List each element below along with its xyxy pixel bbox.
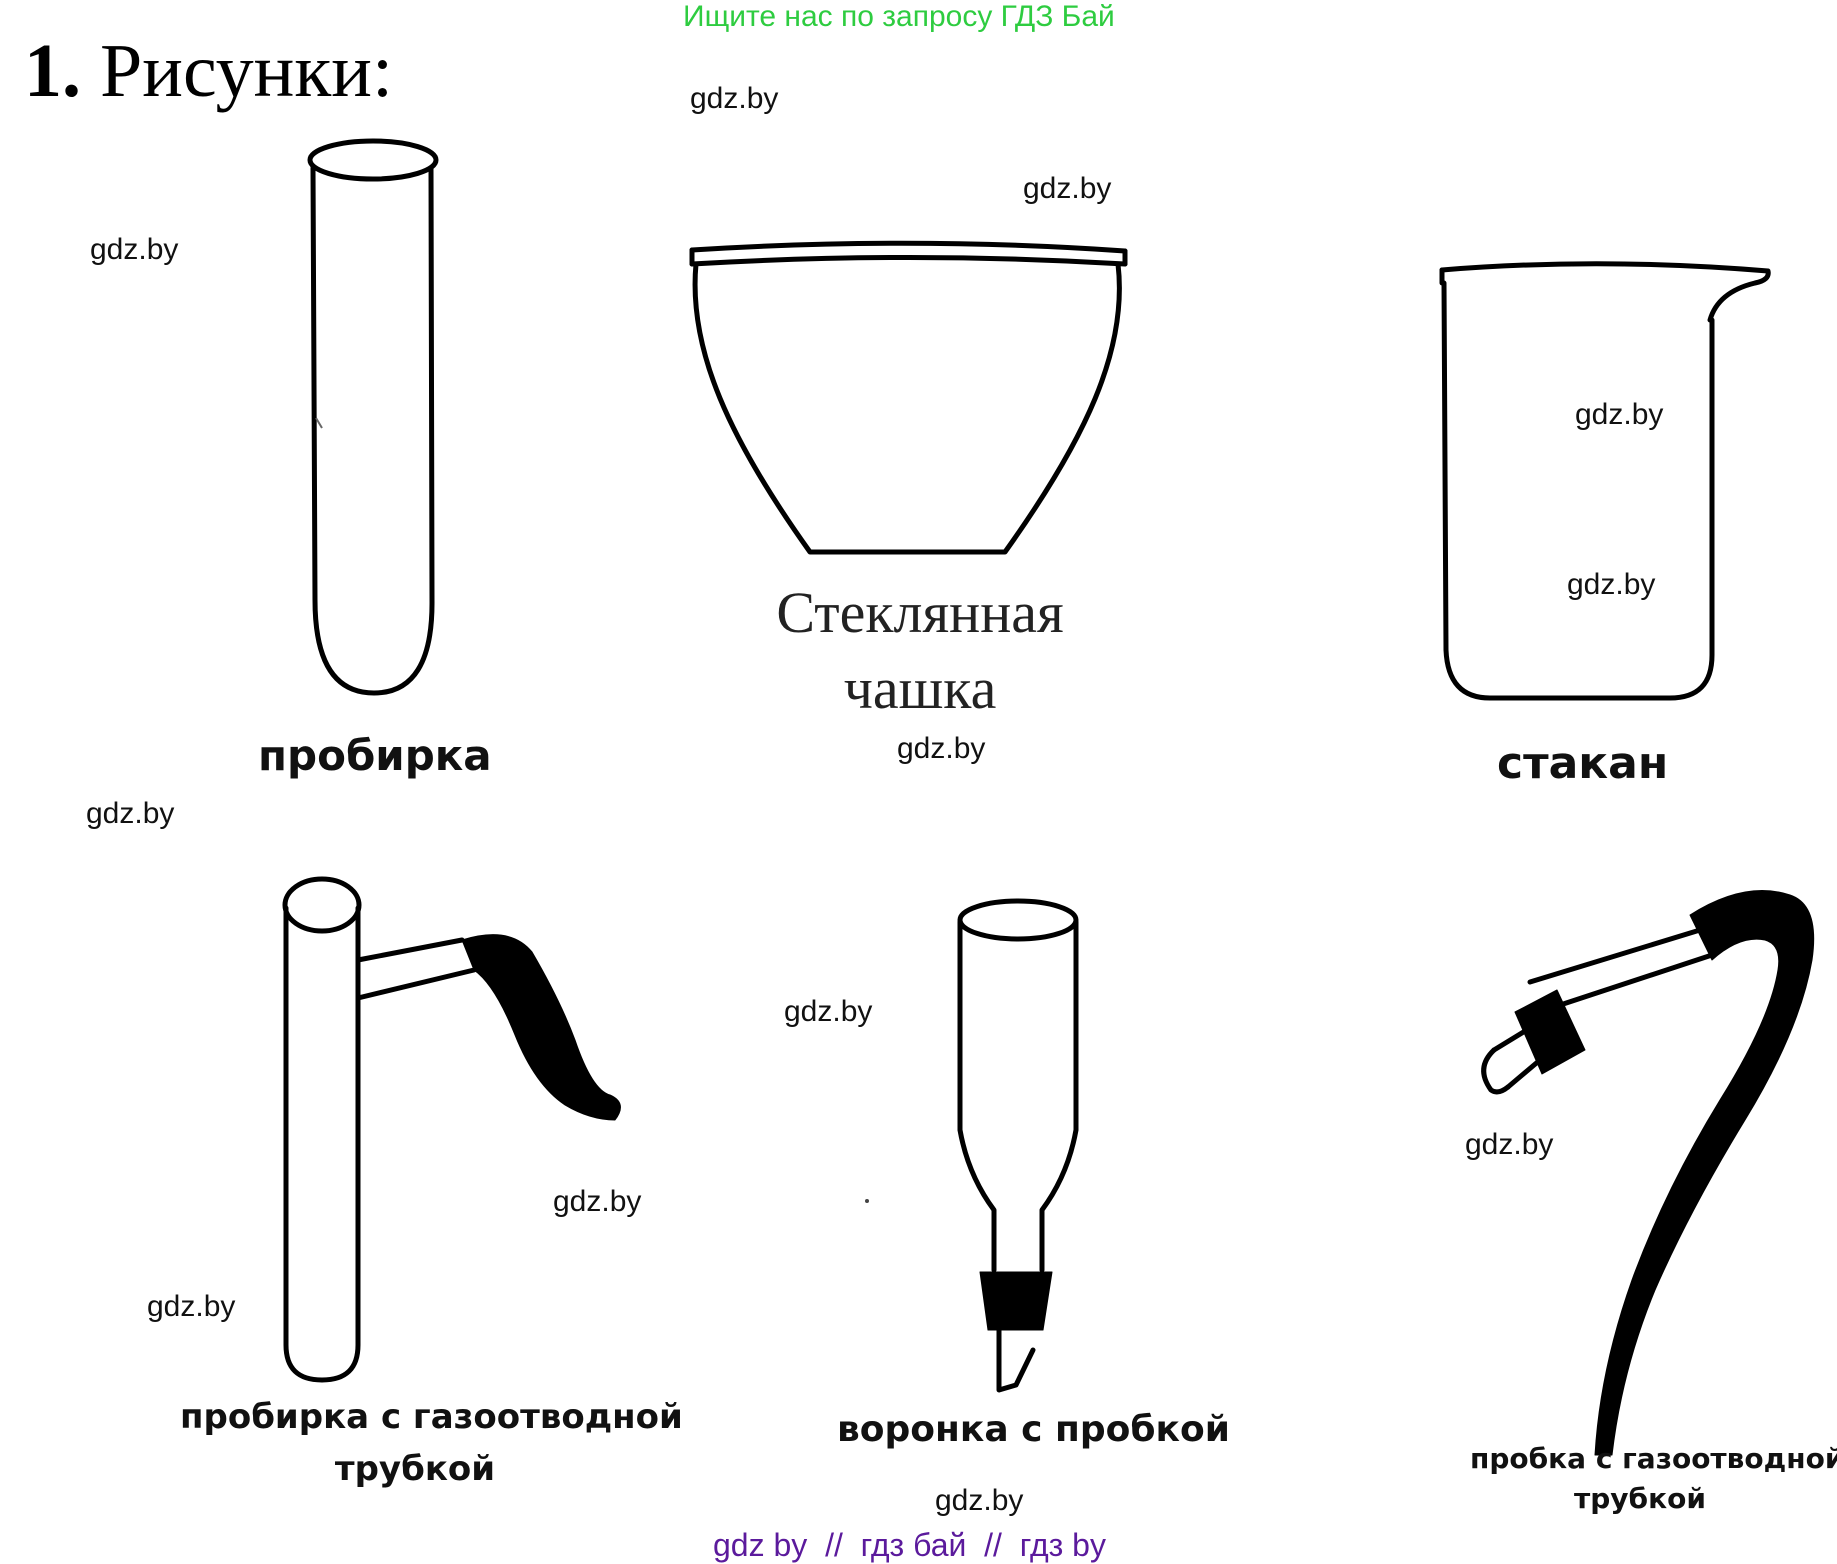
watermark: gdz.by bbox=[147, 1290, 236, 1323]
label-beaker: стакан bbox=[1497, 738, 1669, 789]
watermark: gdz.by bbox=[784, 995, 873, 1028]
label-test-tube: пробирка bbox=[258, 731, 492, 780]
label-tube-with-outlet-line2: трубкой bbox=[334, 1449, 496, 1489]
label-funnel: воронка с пробкой bbox=[837, 1409, 1230, 1450]
funnel-stopper bbox=[979, 1271, 1053, 1331]
watermark: gdz.by bbox=[935, 1484, 1024, 1517]
pipette-drawing bbox=[1481, 927, 1715, 1095]
watermark: gdz.by bbox=[90, 233, 179, 266]
footer-links[interactable]: gdz by // гдз бай // гдз by bbox=[713, 1527, 1106, 1563]
watermark: gdz.by bbox=[553, 1185, 642, 1218]
beaker-drawing bbox=[1439, 261, 1771, 701]
label-glass-cup-line2: чашка bbox=[843, 656, 997, 721]
rubber-hose-1 bbox=[461, 934, 621, 1121]
watermark: gdz.by bbox=[86, 797, 175, 830]
label-tube-with-outlet-line1: пробирка с газоотводной bbox=[180, 1397, 683, 1437]
watermark: gdz.by bbox=[1567, 568, 1656, 601]
funnel-drawing bbox=[957, 898, 1079, 1393]
watermark: gdz.by bbox=[1465, 1128, 1554, 1161]
label-stopper-with-tube: пробка с газоотводной трубкой bbox=[1470, 1439, 1837, 1519]
tube-with-outlet-drawing bbox=[282, 876, 477, 1383]
label-stopper-with-tube-line1: пробка с газоотводной bbox=[1470, 1442, 1837, 1475]
search-banner[interactable]: Ищите нас по запросу ГДЗ Бай bbox=[683, 0, 1115, 33]
watermark: gdz.by bbox=[1575, 398, 1664, 431]
label-glass-cup-line1: Стеклянная bbox=[776, 580, 1064, 645]
rubber-hose-2 bbox=[1594, 890, 1815, 1456]
pipette-stopper bbox=[1514, 989, 1586, 1075]
label-glass-cup: Стеклянная чашка bbox=[730, 575, 1110, 727]
heading-text: Рисунки: bbox=[100, 29, 394, 113]
watermark: gdz.by bbox=[897, 732, 986, 765]
page-heading: 1. Рисунки: bbox=[24, 28, 393, 115]
label-stopper-with-tube-line2: трубкой bbox=[1574, 1482, 1706, 1515]
test-tube-drawing bbox=[307, 138, 439, 696]
label-tube-with-outlet: пробирка с газоотводной трубкой bbox=[180, 1391, 683, 1495]
watermark: gdz.by bbox=[1023, 172, 1112, 205]
watermark: gdz.by bbox=[690, 82, 779, 115]
glass-cup-drawing bbox=[689, 240, 1128, 555]
heading-number: 1. bbox=[24, 29, 81, 113]
